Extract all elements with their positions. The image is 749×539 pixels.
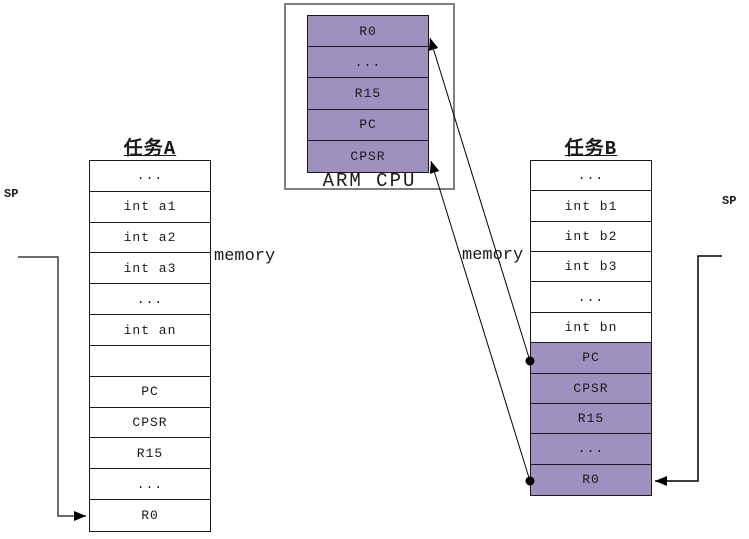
arm-cpu-label: ARM CPU (322, 170, 417, 192)
stack-cell: int b2 (531, 221, 651, 253)
cpu-register-cell: PC (308, 109, 428, 141)
cpu-register-cell: R15 (308, 78, 428, 110)
stack-cell: PC (90, 376, 210, 408)
stack-cell: int a1 (90, 191, 210, 223)
arrow-taskb-r0-to-cpu (429, 160, 531, 482)
stack-cell: ... (90, 469, 210, 501)
cpu-register-cell: R0 (308, 16, 428, 48)
sp-label-task-a: SP (4, 187, 19, 201)
stack-cell: int a2 (90, 222, 210, 254)
stack-cell: ... (531, 434, 651, 465)
stack-cell: ... (531, 161, 651, 192)
stack-cell: int a3 (90, 253, 210, 285)
stack-cell: R0 (90, 500, 210, 531)
sp-pointer-task-a (18, 256, 86, 521)
stack-cell: ... (90, 161, 210, 192)
cpu-register-cell: ... (308, 47, 428, 79)
stack-cell: int an (90, 315, 210, 346)
stack-cell: ... (90, 284, 210, 316)
stack-cell: int b1 (531, 191, 651, 222)
stack-cell: R0 (531, 464, 651, 495)
task-a-title: 任务A (123, 138, 177, 160)
memory-label-left: memory (214, 247, 276, 266)
stack-cell: CPSR (90, 407, 210, 439)
stack-cell: PC (531, 343, 651, 374)
task-b-title: 任务B (564, 138, 618, 160)
stack-cell: CPSR (531, 373, 651, 404)
stack-cell: ... (531, 282, 651, 313)
stack-cell: R15 (531, 403, 651, 435)
sp-label-task-b: SP (722, 194, 737, 208)
memory-label-right: memory (462, 246, 524, 265)
stack-cell: int bn (531, 312, 651, 344)
stack-cell (90, 345, 210, 377)
sp-pointer-task-b (655, 255, 722, 486)
stack-cell: R15 (90, 438, 210, 470)
cpu-register-cell: CPSR (308, 140, 428, 172)
stack-cell: int b3 (531, 252, 651, 283)
